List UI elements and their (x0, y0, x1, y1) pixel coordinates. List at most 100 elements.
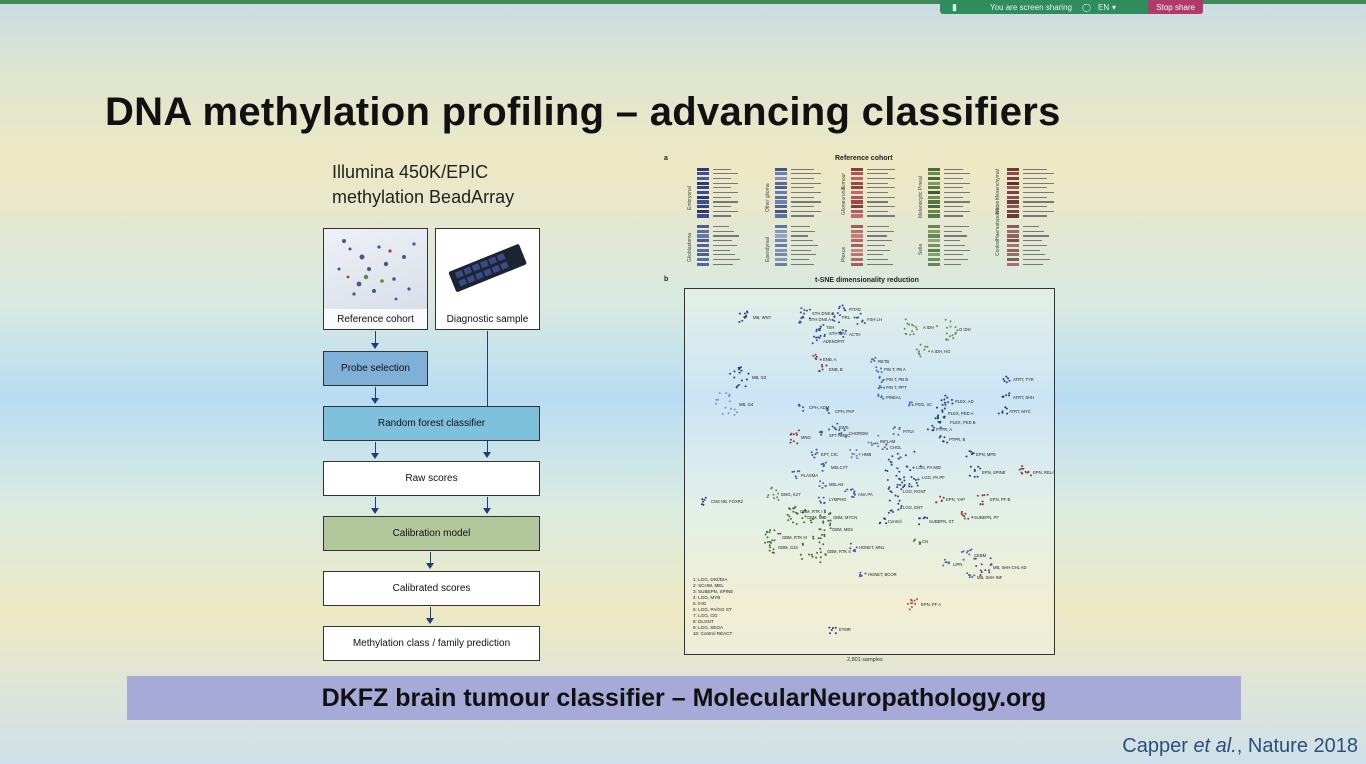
tsne-legend-item: 7: LGG, GG (693, 613, 718, 618)
stop-share-button[interactable]: Stop share (1148, 0, 1203, 14)
tsne-point (1008, 392, 1011, 395)
diagnostic-sample-box: Diagnostic sample (435, 228, 540, 330)
shield-icon[interactable]: ◯ (1082, 2, 1091, 12)
legend-text-line (944, 249, 970, 251)
legend-swatch-row (775, 176, 821, 181)
legend-text-line (1023, 226, 1039, 228)
legend-text-line (791, 215, 814, 217)
tsne-point (788, 515, 791, 518)
tsne-point (820, 430, 823, 433)
legend-text-line (1023, 244, 1047, 247)
tsne-cluster-label: O IDH (959, 327, 971, 332)
tsne-point (949, 320, 952, 323)
tsne-point (811, 342, 814, 345)
legend-swatch (697, 172, 709, 176)
legend-swatch (928, 214, 940, 218)
legend-swatch (697, 205, 709, 209)
tsne-cluster-label: ENB, A (823, 357, 837, 362)
tsne-point (877, 387, 880, 390)
tsne-point (939, 435, 942, 438)
tsne-point (918, 353, 921, 356)
legend-column-1 (697, 167, 740, 267)
tsne-point (910, 485, 913, 488)
tsne-point (822, 323, 825, 326)
tsne-point (919, 343, 922, 346)
chevron-down-icon[interactable]: ▾ (1112, 2, 1117, 12)
legend-swatch-row (775, 167, 821, 171)
tsne-point (968, 553, 971, 556)
legend-text-line (1023, 230, 1044, 232)
group-label-ependymal: Ependymal (765, 236, 771, 262)
tsne-cluster-label: MB, G3 (752, 375, 767, 380)
legend-text-line (713, 210, 738, 212)
tsne-point (884, 469, 887, 472)
tsne-point (940, 399, 943, 402)
legend-text-line (867, 191, 888, 194)
legend-swatch (775, 257, 787, 262)
tsne-point (939, 495, 942, 498)
tsne-cluster-label: CN (922, 539, 928, 544)
slide-title: DNA methylation profiling – advancing cl… (105, 90, 1061, 134)
legend-swatch-row (697, 186, 740, 190)
tsne-point (896, 452, 899, 455)
legend-swatch-row (697, 248, 740, 252)
legend-swatch (1007, 239, 1019, 243)
tsne-point (937, 420, 940, 423)
tsne-point (853, 490, 856, 493)
legend-swatch (697, 176, 709, 181)
language-indicator[interactable]: EN (1098, 2, 1110, 12)
tsne-point (741, 319, 744, 322)
legend-swatch (851, 205, 863, 209)
tsne-point (954, 332, 957, 335)
tsne-cluster-label: PITAD (849, 307, 861, 312)
tsne-point (885, 443, 888, 446)
tsne-cluster-label: ATRT, MYC (1009, 409, 1031, 414)
legend-text-line (1023, 196, 1047, 198)
tsne-point (897, 508, 900, 511)
tsne-point (768, 531, 771, 534)
random-forest-box: Random forest classifier (323, 406, 540, 441)
tsne-cluster-label: ACTH (849, 332, 860, 337)
legend-text-line (944, 258, 968, 261)
tsne-point (837, 321, 840, 324)
tsne-point (701, 500, 704, 503)
tsne-point (803, 521, 806, 524)
tsne-point (1024, 470, 1027, 473)
legend-swatch (851, 200, 863, 204)
tsne-point (786, 513, 789, 516)
legend-swatch-row (1007, 248, 1054, 252)
tsne-point (836, 312, 839, 314)
legend-swatch-row (851, 172, 895, 176)
legend-swatch (775, 195, 787, 199)
tsne-point (844, 490, 847, 493)
legend-swatch (697, 234, 709, 238)
legend-swatch (928, 229, 940, 233)
tsne-point (874, 356, 877, 359)
tsne-point (914, 538, 916, 541)
legend-swatch (928, 172, 940, 176)
tsne-point (826, 409, 829, 412)
legend-text-line (867, 244, 885, 247)
legend-text-line (791, 210, 821, 212)
tsne-point (960, 510, 963, 513)
tsne-point (852, 491, 855, 494)
legend-text-line (944, 226, 969, 228)
tsne-point (818, 327, 821, 330)
legend-text-line (944, 201, 970, 203)
legend-swatch-row (697, 234, 740, 238)
tsne-point (833, 315, 836, 318)
tsne-point (882, 397, 885, 400)
tsne-cluster-label: EPN, RELA (1033, 470, 1054, 475)
tsne-point (795, 523, 798, 525)
tsne-legend-item: 4: LGG, MYB (693, 595, 720, 600)
group-label-mesenchymal: Mesenchymal (995, 169, 1001, 200)
legend-swatch (928, 225, 940, 229)
legend-swatch-row (1007, 186, 1054, 190)
tsne-point (792, 440, 795, 443)
tsne-cluster-label: RETB (878, 359, 889, 364)
tsne-point (777, 492, 780, 495)
legend-swatch-row (697, 181, 740, 185)
tsne-point (802, 409, 805, 412)
tsne-point (960, 512, 963, 515)
tsne-point (855, 546, 858, 549)
